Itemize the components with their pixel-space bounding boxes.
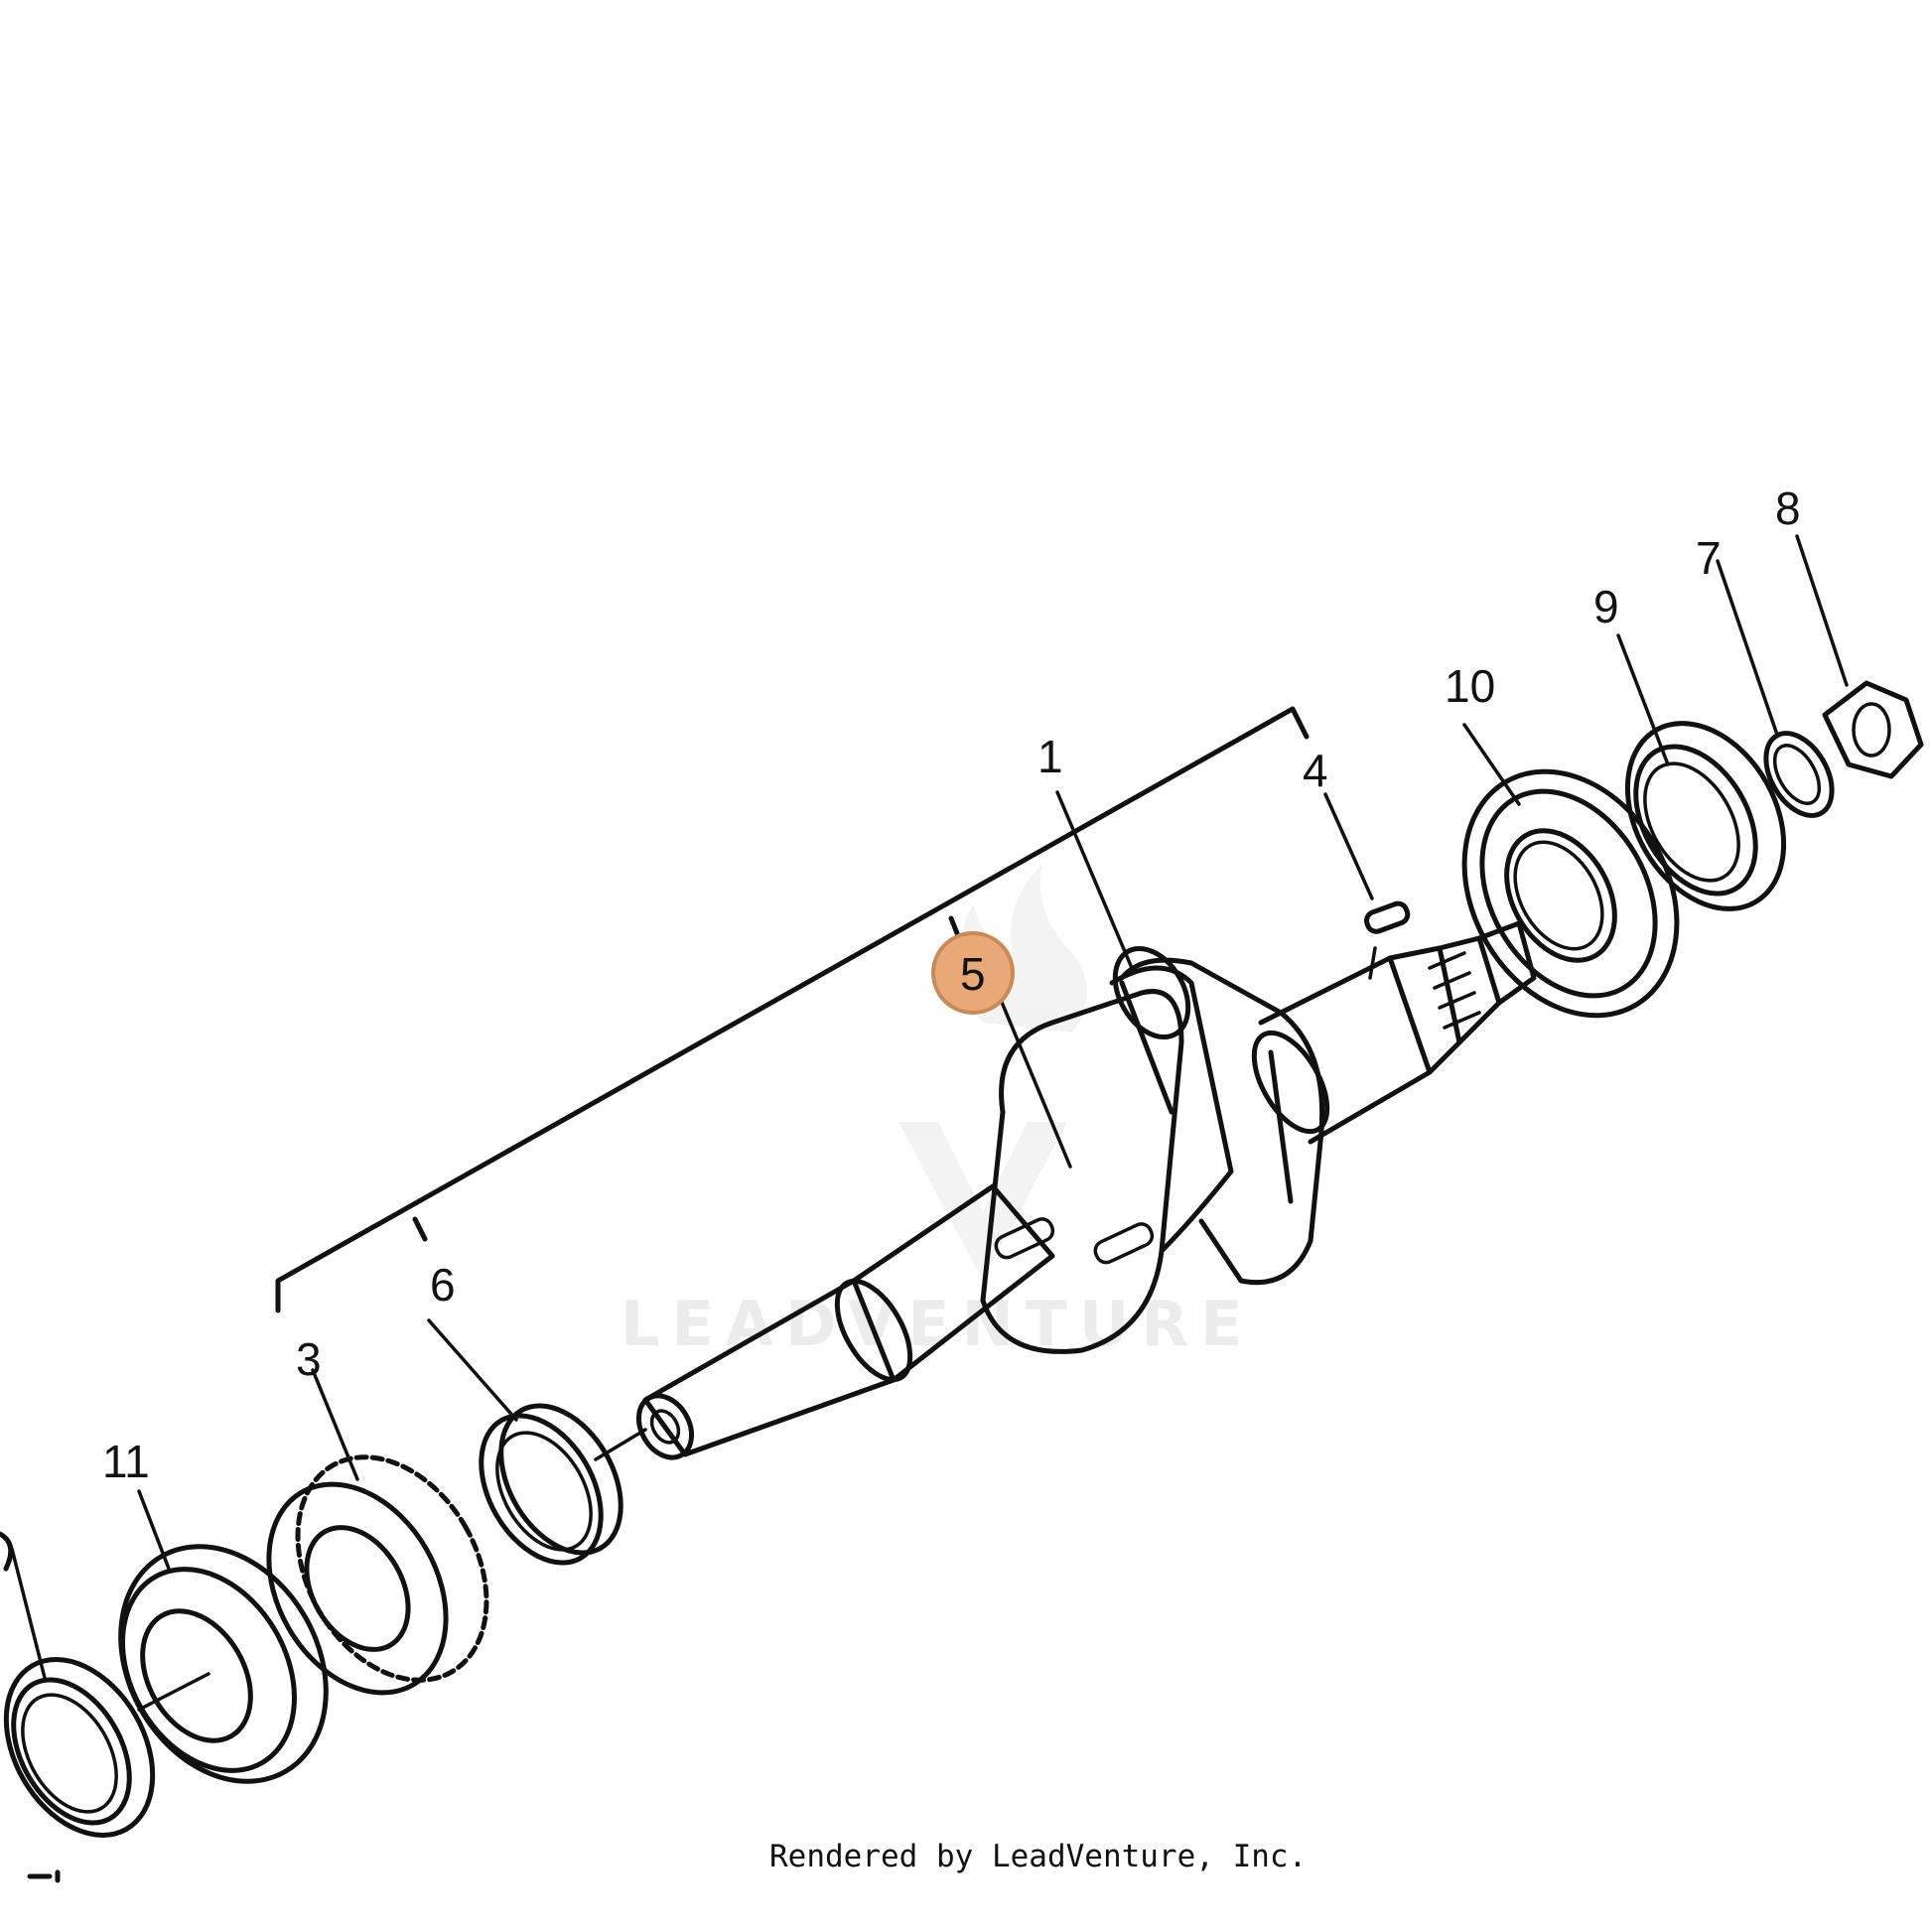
part-11-bearing <box>118 1544 329 1784</box>
part-10-bearing <box>1461 768 1680 1019</box>
part-9-seal <box>1624 721 1787 911</box>
footer-credit: Rendered by LeadVenture, Inc. <box>769 1839 1307 1874</box>
callout-1: 1 <box>1037 731 1063 782</box>
leader-lines <box>10 534 1849 1680</box>
edge-fragment <box>0 1531 14 1572</box>
callout-9: 9 <box>1593 581 1619 632</box>
edge-fragment-bottom <box>27 1869 61 1883</box>
callout-10: 10 <box>1445 660 1495 712</box>
callout-5[interactable]: 5 <box>960 948 986 1000</box>
callout-7: 7 <box>1696 532 1722 584</box>
assembly-bracket <box>275 706 1310 1313</box>
part-6-ring <box>479 1403 647 1566</box>
callout-4: 4 <box>1303 745 1328 796</box>
part-seal-left <box>3 1657 156 1838</box>
callout-6: 6 <box>430 1259 456 1311</box>
callout-labels: 1 3 4 5 6 7 8 9 10 11 <box>102 483 1801 1487</box>
crankshaft <box>635 900 1537 1460</box>
part-8-nut <box>1822 680 1924 779</box>
part-3-gear <box>266 1454 489 1696</box>
callout-3: 3 <box>296 1333 322 1385</box>
part-7-washer <box>1763 731 1835 818</box>
watermark-text: LEADVENTURE <box>621 1288 1254 1360</box>
callout-11: 11 <box>102 1436 150 1487</box>
highlight-circle-5[interactable] <box>931 931 1015 1015</box>
callout-8: 8 <box>1775 483 1801 534</box>
